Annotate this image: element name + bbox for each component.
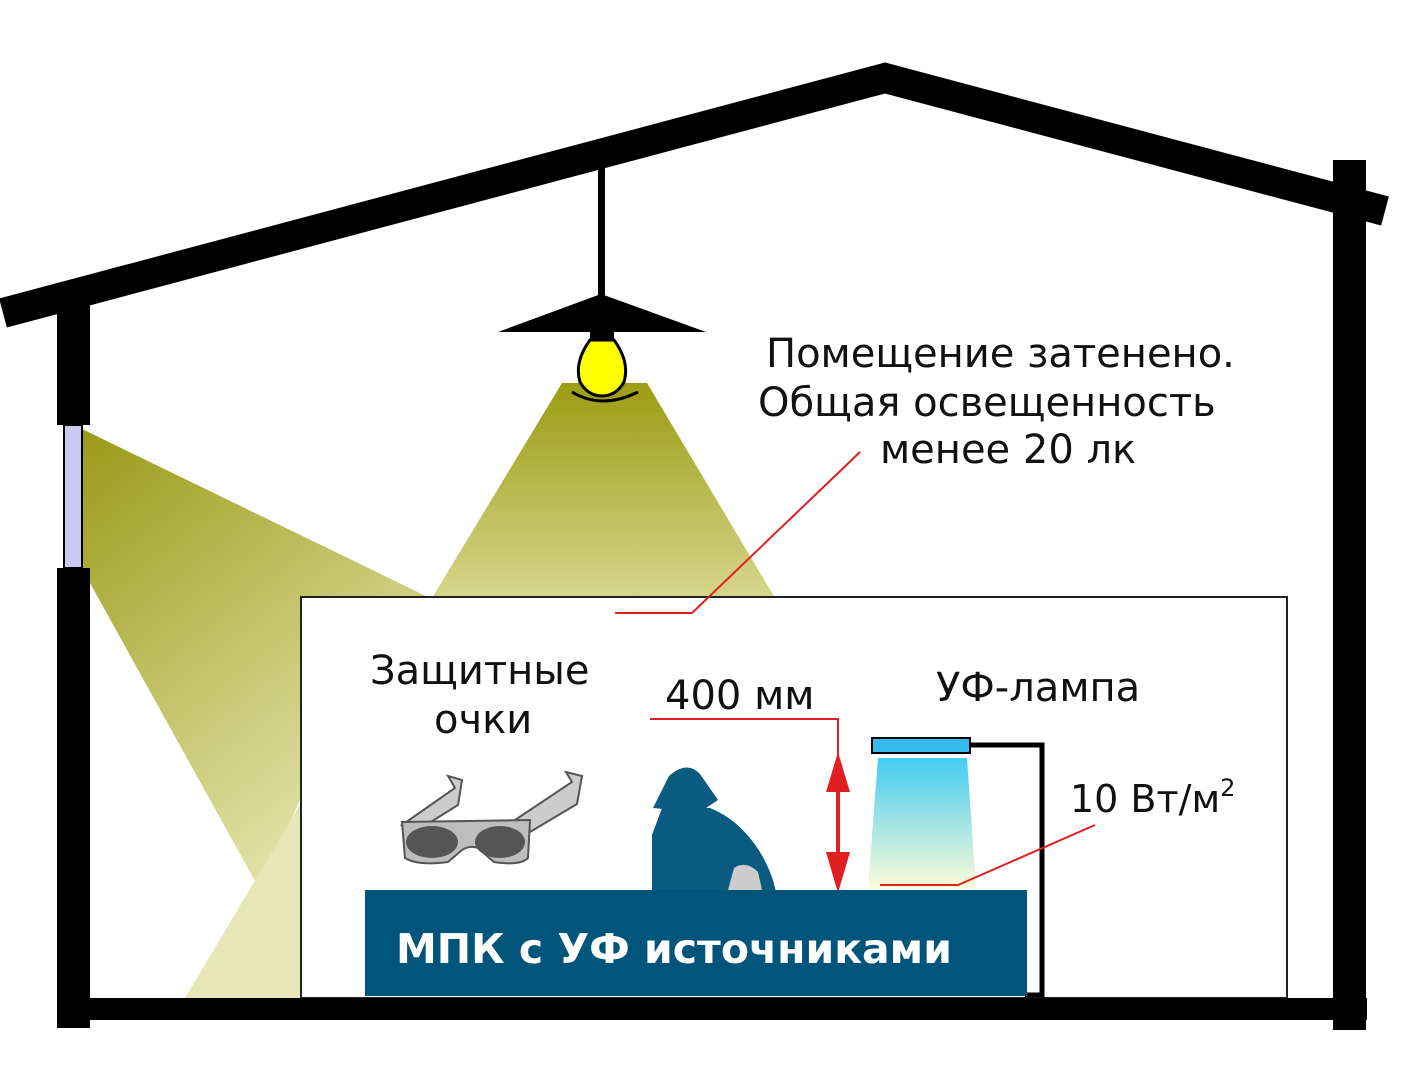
ceiling-light-beam: [432, 383, 775, 598]
room-label-line1: Помещение затенено.: [766, 331, 1235, 377]
operator-silhouette-icon: [652, 767, 776, 892]
room-leader-line: [615, 451, 861, 614]
floor: [57, 998, 1367, 1020]
uv-lamp-icon: [868, 737, 1045, 998]
goggles-label-line2: очки: [434, 697, 532, 743]
goggles-icon: [399, 770, 584, 865]
goggles-label-line1: Защитные: [370, 648, 589, 694]
left-wall-upper: [57, 305, 90, 425]
ceiling-lamp-icon: [498, 168, 706, 332]
light-bulb-icon: [571, 332, 639, 403]
distance-label: 400 мм: [665, 673, 814, 719]
bench-label: МПК с УФ источниками: [396, 925, 952, 973]
distance-arrow: [826, 752, 850, 893]
irradiance-value: 10 Вт/м: [1070, 777, 1220, 821]
left-wall-lower: [57, 568, 90, 1028]
irradiance-leader-line: [880, 824, 1096, 886]
uv-lamp-label: УФ-лампа: [936, 665, 1140, 711]
room-label-line2: Общая освещенность: [758, 380, 1216, 426]
roof: [0, 62, 1389, 328]
window-light-beam-floor: [185, 805, 300, 998]
bench: [365, 890, 1027, 996]
right-wall: [1333, 160, 1366, 1030]
uv-light-cone: [868, 758, 976, 888]
window: [63, 424, 83, 569]
room-label-line3: менее 20 лк: [880, 427, 1136, 473]
distance-leader-line: [650, 718, 839, 755]
window-light-beam: [80, 428, 430, 890]
irradiance-superscript: 2: [1220, 774, 1235, 802]
irradiance-label: 10 Вт/м2: [1070, 774, 1235, 821]
